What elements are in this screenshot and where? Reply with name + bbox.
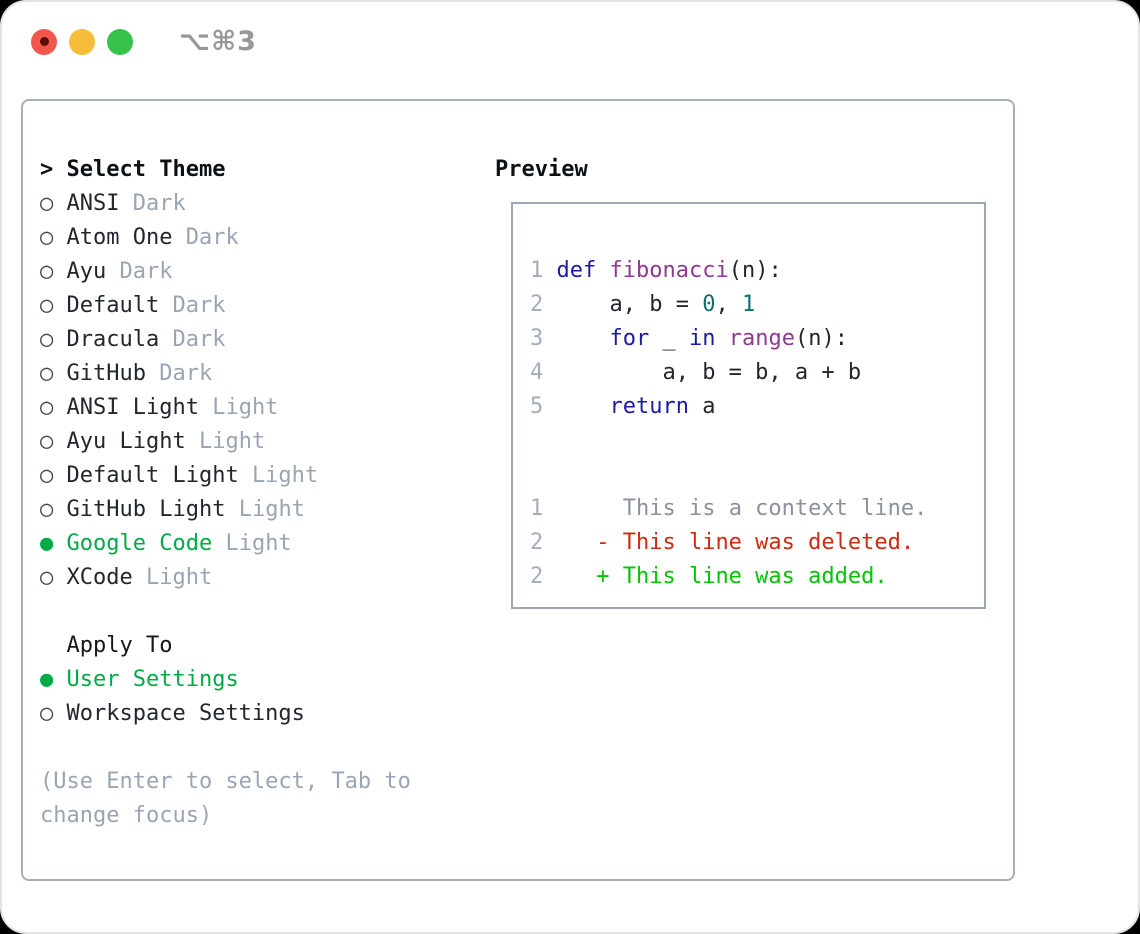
radio-icon: ○ [40,361,54,386]
spacer-row [40,595,411,629]
theme-variant: Dark [159,361,213,386]
apply-option-workspace-settings[interactable]: ○ Workspace Settings [40,697,411,731]
radio-icon: ○ [40,395,54,420]
window-title-shortcut: ⌥⌘3 [179,26,257,57]
code-line: 4 a, b = b, a + b [530,360,862,385]
theme-option-ansi-light-light[interactable]: ○ ANSI Light Light [40,391,411,425]
theme-option-default-dark[interactable]: ○ Default Dark [40,289,411,323]
diff-added-line: 2 + This line was added. [530,564,888,589]
code-line: 3 for _ in range(n): [530,326,848,351]
focus-cursor-icon: > [40,157,54,182]
radio-icon: ○ [40,225,54,250]
theme-option-ayu-light-light[interactable]: ○ Ayu Light Light [40,425,411,459]
maximize-button[interactable] [107,28,133,55]
preview-pane: 1 def fibonacci(n): 2 a, b = 0, 1 3 for _ … [511,202,986,609]
apply-to-header: Apply To [66,633,173,658]
theme-option-google-code-light[interactable]: ● Google Code Light [40,527,411,561]
minimize-button[interactable] [69,28,95,55]
theme-option-github-light-light[interactable]: ○ GitHub Light Light [40,493,411,527]
theme-name: Ayu Light [66,429,186,454]
theme-name: Google Code [66,531,213,556]
radio-icon: ○ [40,497,54,522]
code-line: 2 a, b = 0, 1 [530,292,756,317]
radio-icon: ○ [40,429,54,454]
help-text: (Use Enter to select, Tab to change focus… [40,765,411,833]
theme-name: XCode [66,565,133,590]
theme-name: Ayu [66,259,107,284]
apply-option-user-settings[interactable]: ● User Settings [40,663,411,697]
select-theme-header: Select Theme [66,157,226,182]
theme-variant: Light [145,565,213,590]
theme-option-dracula-dark[interactable]: ○ Dracula Dark [40,323,411,357]
theme-variant: Light [238,497,305,522]
radio-icon: ○ [40,293,54,318]
focus-dot-icon [39,37,49,46]
help-text-line: (Use Enter to select, Tab to [40,769,411,794]
theme-variant: Dark [185,225,239,250]
theme-list: ○ ANSI Dark○ Atom One Dark○ Ayu Dark○ De… [40,187,411,595]
code-line: 5 return a [530,394,716,419]
theme-variant: Light [225,531,292,556]
radio-icon: ○ [40,327,54,352]
theme-option-ayu-dark[interactable]: ○ Ayu Dark [40,255,411,289]
help-text-line: change focus) [40,803,213,828]
titlebar: ⌥⌘3 [31,26,257,57]
theme-name: ANSI [66,191,120,216]
theme-variant: Light [212,395,279,420]
theme-variant: Dark [172,293,226,318]
apply-option-label: Workspace Settings [66,701,305,726]
close-button[interactable] [31,28,57,55]
blank-line [530,458,976,492]
radio-icon: ○ [40,565,54,590]
theme-variant: Dark [172,327,226,352]
radio-selected-icon: ● [40,531,54,556]
diff-context-line: 1 This is a context line. [530,496,928,521]
radio-icon: ○ [40,463,54,488]
apply-to-list: ● User Settings○ Workspace Settings [40,663,411,731]
theme-name: Default [66,293,160,318]
theme-name: Atom One [66,225,173,250]
theme-name: GitHub Light [66,497,226,522]
theme-option-atom-one-dark[interactable]: ○ Atom One Dark [40,221,411,255]
theme-name: GitHub [66,361,146,386]
radio-selected-icon: ● [40,667,54,692]
theme-variant: Dark [119,259,173,284]
radio-icon: ○ [40,191,54,216]
theme-option-github-dark[interactable]: ○ GitHub Dark [40,357,411,391]
theme-option-default-light-light[interactable]: ○ Default Light Light [40,459,411,493]
blank-line [530,424,976,458]
theme-variant: Light [198,429,266,454]
spacer-row [40,731,411,765]
diff-deleted-line: 2 - This line was deleted. [530,530,915,555]
theme-name: Default Light [66,463,239,488]
traffic-lights [31,28,145,55]
theme-variant: Light [251,463,319,488]
radio-icon: ○ [40,701,54,726]
theme-list-column: > Select Theme ○ ANSI Dark○ Atom One Dar… [40,153,411,833]
theme-option-ansi-dark[interactable]: ○ ANSI Dark [40,187,411,221]
theme-name: Dracula [66,327,160,352]
select-theme-header-row: > Select Theme [40,153,411,187]
apply-option-label: User Settings [66,667,239,692]
theme-picker-panel: > Select Theme ○ ANSI Dark○ Atom One Dar… [21,99,1015,881]
preview-header: Preview [495,157,588,182]
theme-name: ANSI Light [66,395,199,420]
theme-option-xcode-light[interactable]: ○ XCode Light [40,561,411,595]
theme-variant: Dark [132,191,186,216]
code-line: 1 def fibonacci(n): [530,258,782,283]
radio-icon: ○ [40,259,54,284]
